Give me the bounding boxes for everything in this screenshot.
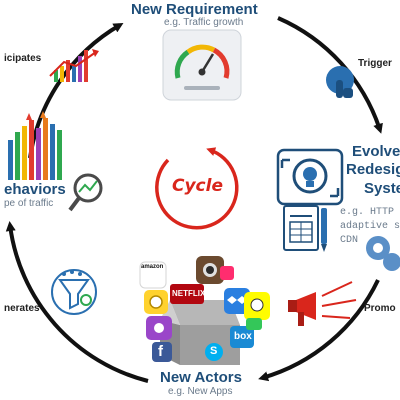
node-title-evolve-line3: Syste	[364, 180, 400, 197]
facebook-icon-label: f	[158, 343, 163, 360]
arc-bottom-left	[5, 221, 149, 383]
netflix-icon-label: NETFLIX	[172, 289, 206, 298]
center-cycle-icon	[155, 147, 239, 230]
node-title-behaviors: ehaviors	[4, 181, 66, 198]
dropbox-icon	[224, 288, 250, 314]
facebook-icon	[152, 342, 172, 362]
behaviors-chart-icon	[8, 111, 62, 180]
arc-top-left	[28, 22, 124, 159]
magnifier-icon	[68, 173, 103, 212]
center-cycle-label: Cycle	[172, 176, 223, 196]
node-subtitle-evolve-line1: e.g. HTTP	[340, 207, 395, 218]
node-title-new-requirement: New Requirement	[131, 1, 258, 18]
netflix-icon	[170, 284, 204, 304]
app-icons-cluster	[139, 256, 270, 362]
gear-lightbulb-icon	[276, 148, 344, 206]
amazon-icon-label: amazon	[141, 264, 164, 270]
box-icon-label: box	[234, 331, 252, 342]
touch-trigger-icon	[326, 66, 354, 98]
skype-icon-label: S	[210, 345, 218, 357]
edge-label-triggers: Trigger	[358, 58, 392, 69]
edge-label-anticipates: icipates	[4, 53, 42, 64]
edge-label-generates: nerates	[4, 303, 40, 314]
arc-bottom-right	[258, 279, 380, 382]
box-icon	[230, 326, 254, 348]
growth-bars-icon	[49, 49, 99, 82]
edge-label-promotes: Promo	[364, 303, 396, 314]
funnel-gear-icon	[51, 269, 97, 315]
node-subtitle-evolve-line2: adaptive s	[340, 221, 400, 232]
node-subtitle-new-requirement: e.g. Traffic growth	[164, 17, 244, 28]
node-subtitle-behaviors: pe of traffic	[4, 198, 54, 209]
music-app-icon	[220, 266, 234, 280]
document-pen-icon	[283, 205, 327, 252]
node-subtitle-new-actors: e.g. New Apps	[168, 386, 233, 397]
amazon-icon	[139, 261, 167, 289]
speedometer-icon	[162, 29, 242, 101]
node-title-new-actors: New Actors	[160, 369, 242, 386]
arc-top-right	[277, 16, 383, 134]
node-subtitle-evolve-line3: CDN	[340, 235, 359, 246]
node-title-evolve-line1: Evolve	[352, 143, 400, 160]
megaphone-icon	[288, 281, 357, 326]
node-title-evolve-line2: Redesig	[346, 161, 400, 178]
skype-icon	[205, 343, 223, 361]
chat-app-icon	[246, 318, 262, 330]
gears-icon	[366, 236, 400, 271]
